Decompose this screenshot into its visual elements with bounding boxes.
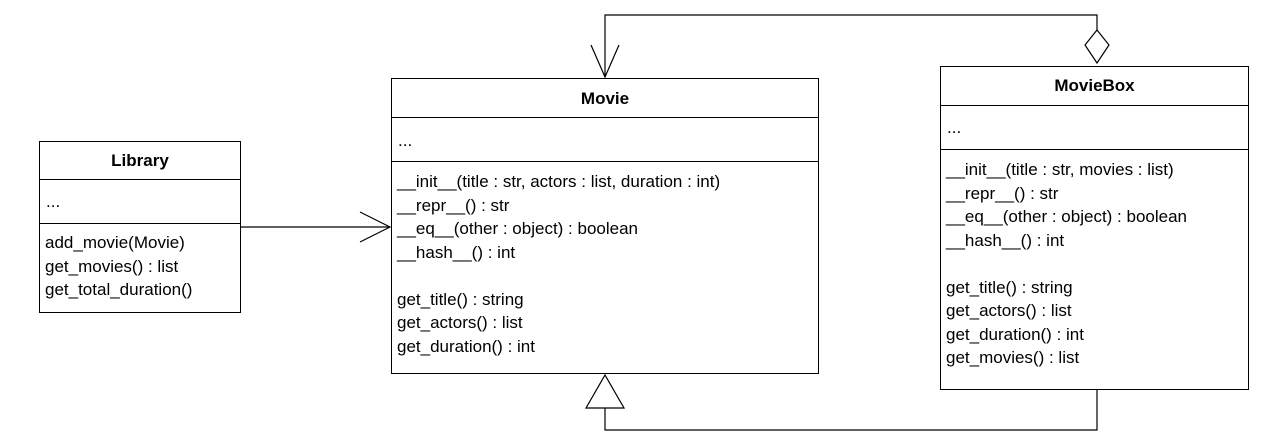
operation: __repr__() : str [946, 183, 1059, 203]
operation: get_total_duration() [45, 280, 193, 299]
class-movie[interactable]: Movie ... __init__(title : str, actors :… [391, 78, 819, 374]
operation: __eq__(other : object) : boolean [946, 207, 1188, 226]
association-library-movie [241, 211, 392, 243]
operation: __init__(title : str, actors : list, dur… [397, 172, 721, 191]
operation: get_movies() : list [45, 256, 179, 276]
operation: get_title() : string [946, 277, 1073, 297]
operation: get_duration() : int [397, 336, 535, 356]
aggregation-diamond [1084, 29, 1110, 65]
class-operations: __init__(title : str, movies : list) __r… [941, 150, 1248, 370]
generalization-moviebox-movie [584, 373, 1098, 431]
class-attributes: ... [392, 118, 818, 162]
operation: get_actors() : list [397, 313, 523, 332]
operation: __hash__() : int [946, 230, 1065, 250]
operation-separator [946, 252, 1248, 276]
class-name: Movie [392, 79, 818, 118]
aggregation-moviebox-movie [590, 14, 1110, 79]
generalization-triangle [584, 373, 626, 409]
class-library[interactable]: Library ... add_movie(Movie) get_movies(… [39, 141, 241, 313]
class-operations: __init__(title : str, actors : list, dur… [392, 162, 818, 358]
operation-separator [397, 264, 818, 288]
class-operations: add_movie(Movie) get_movies() : list get… [40, 224, 240, 302]
class-attributes: ... [40, 180, 240, 224]
operation: add_movie(Movie) [45, 233, 185, 252]
class-name: Library [40, 142, 240, 180]
operation: __init__(title : str, movies : list) [946, 160, 1174, 179]
operation: get_duration() : int [946, 324, 1084, 344]
operation: get_title() : string [397, 289, 524, 309]
operation: __eq__(other : object) : boolean [397, 219, 639, 238]
operation: __repr__() : str [397, 195, 510, 215]
operation: __hash__() : int [397, 242, 516, 262]
class-name: MovieBox [941, 67, 1248, 106]
class-attributes: ... [941, 106, 1248, 150]
aggregation-arrowhead [590, 44, 620, 79]
operation: get_movies() : list [946, 348, 1080, 367]
class-moviebox[interactable]: MovieBox ... __init__(title : str, movie… [940, 66, 1249, 390]
operation: get_actors() : list [946, 301, 1072, 320]
